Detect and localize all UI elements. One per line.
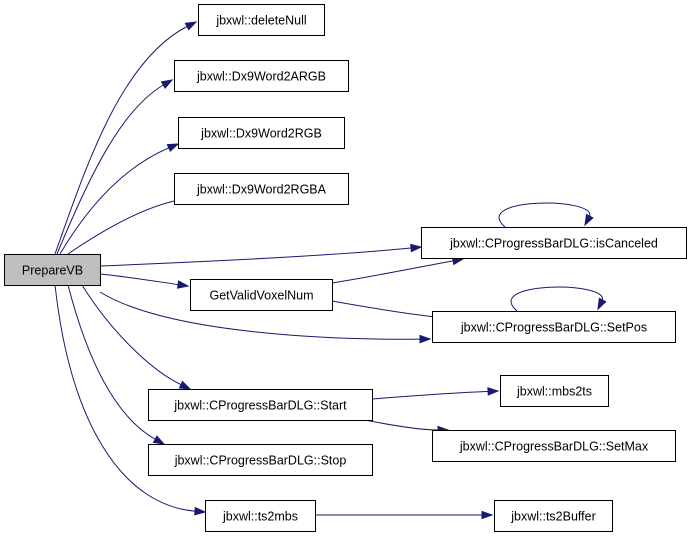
node-box	[198, 4, 325, 36]
node-box	[178, 117, 345, 149]
edge-n7-n7	[510, 286, 607, 312]
edge-line	[56, 84, 165, 255]
edge-line	[99, 291, 422, 340]
edge-n0-n3	[59, 143, 180, 255]
callee-node[interactable]: jbxwl::Dx9Word2RGBA	[174, 173, 349, 205]
edge-arrowhead	[177, 280, 190, 289]
node-box	[148, 444, 373, 476]
root-node[interactable]: PrepareVB	[4, 254, 101, 286]
edge-line	[364, 419, 440, 431]
node-label: jbxwl::deleteNull	[215, 14, 306, 28]
edge-arrowhead	[487, 387, 500, 396]
edge-n0-n7	[99, 291, 432, 344]
edge-arrowhead	[166, 143, 180, 153]
edge-n0-n2	[56, 79, 174, 255]
edge-n0-n1	[54, 21, 198, 255]
edge-n0-n5	[99, 243, 423, 267]
edge-n12-n13	[315, 510, 494, 520]
node-label: jbxwl::Dx9Word2ARGB	[196, 70, 326, 84]
node-label: jbxwl::CProgressBarDLG::Stop	[174, 454, 347, 468]
edge-line	[54, 25, 189, 255]
callee-node[interactable]: jbxwl::Dx9Word2ARGB	[174, 60, 349, 92]
callee-node[interactable]: jbxwl::CProgressBarDLG::Start	[148, 389, 373, 421]
edge-n0-n11	[67, 284, 166, 445]
node-box	[421, 227, 687, 259]
edge-line	[371, 390, 490, 400]
callee-node[interactable]: GetValidVoxelNum	[190, 279, 333, 311]
node-label: GetValidVoxelNum	[210, 289, 314, 303]
edge-arrowhead	[194, 506, 207, 516]
node-box	[494, 500, 613, 532]
node-label: PrepareVB	[22, 264, 83, 278]
callee-node[interactable]: jbxwl::mbs2ts	[500, 375, 609, 407]
edge-line	[59, 147, 170, 255]
node-box	[148, 389, 373, 421]
callee-node[interactable]: jbxwl::CProgressBarDLG::SetMax	[432, 430, 676, 462]
callee-node[interactable]: jbxwl::CProgressBarDLG::Stop	[148, 444, 373, 476]
callee-node[interactable]: jbxwl::CProgressBarDLG::SetPos	[432, 311, 676, 343]
edge-line	[67, 199, 182, 255]
edge-n6-n7	[331, 300, 447, 322]
callee-node[interactable]: jbxwl::ts2mbs	[205, 500, 316, 532]
callee-node[interactable]: jbxwl::deleteNull	[198, 4, 325, 36]
edge-n0-n6	[99, 273, 190, 289]
callee-node[interactable]: jbxwl::ts2Buffer	[494, 500, 613, 532]
node-label: jbxwl::Dx9Word2RGB	[200, 127, 322, 141]
edge-line	[498, 202, 591, 228]
node-box	[174, 173, 349, 205]
edge-arrowhead	[597, 297, 607, 311]
edge-line	[99, 247, 413, 267]
edge-arrowhead	[178, 380, 192, 390]
edge-n0-n8	[81, 284, 192, 390]
callee-node[interactable]: jbxwl::Dx9Word2RGB	[178, 117, 345, 149]
edge-arrowhead	[584, 213, 594, 227]
node-box	[205, 500, 316, 532]
node-box	[174, 60, 349, 92]
node-box	[190, 279, 333, 311]
node-label: jbxwl::CProgressBarDLG::SetMax	[459, 440, 649, 454]
node-label: jbxwl::CProgressBarDLG::Start	[173, 399, 347, 413]
edge-line	[81, 284, 183, 386]
edge-line	[67, 284, 157, 441]
node-box	[500, 375, 609, 407]
node-box	[4, 254, 101, 286]
node-label: jbxwl::CProgressBarDLG::isCanceled	[449, 237, 658, 251]
edge-line	[510, 286, 603, 312]
edge-arrowhead	[160, 79, 174, 89]
edge-arrowhead	[410, 243, 423, 253]
edge-n6-n5	[331, 256, 465, 284]
edge-arrowhead	[481, 510, 494, 520]
edge-n0-n12	[54, 284, 207, 516]
node-box	[432, 430, 676, 462]
edge-arrowhead	[184, 21, 198, 31]
node-label: jbxwl::mbs2ts	[516, 385, 592, 399]
node-label: jbxwl::ts2Buffer	[510, 510, 596, 524]
node-box	[432, 311, 676, 343]
node-label: jbxwl::ts2mbs	[222, 510, 298, 524]
callee-node[interactable]: jbxwl::CProgressBarDLG::isCanceled	[421, 227, 687, 259]
edge-n8-n9	[371, 387, 500, 400]
edge-line	[331, 260, 455, 284]
nodes-layer: PrepareVB jbxwl::deleteNulljbxwl::Dx9Word…	[4, 4, 687, 532]
edge-line	[331, 300, 437, 318]
edge-n5-n5	[498, 202, 594, 228]
node-label: jbxwl::Dx9Word2RGBA	[196, 183, 327, 197]
node-label: jbxwl::CProgressBarDLG::SetPos	[460, 321, 647, 335]
edge-line	[54, 284, 197, 512]
edge-arrowhead	[152, 435, 166, 445]
edge-arrowhead	[419, 334, 432, 344]
edge-line	[99, 273, 180, 286]
edge-n0-n4	[67, 195, 192, 255]
